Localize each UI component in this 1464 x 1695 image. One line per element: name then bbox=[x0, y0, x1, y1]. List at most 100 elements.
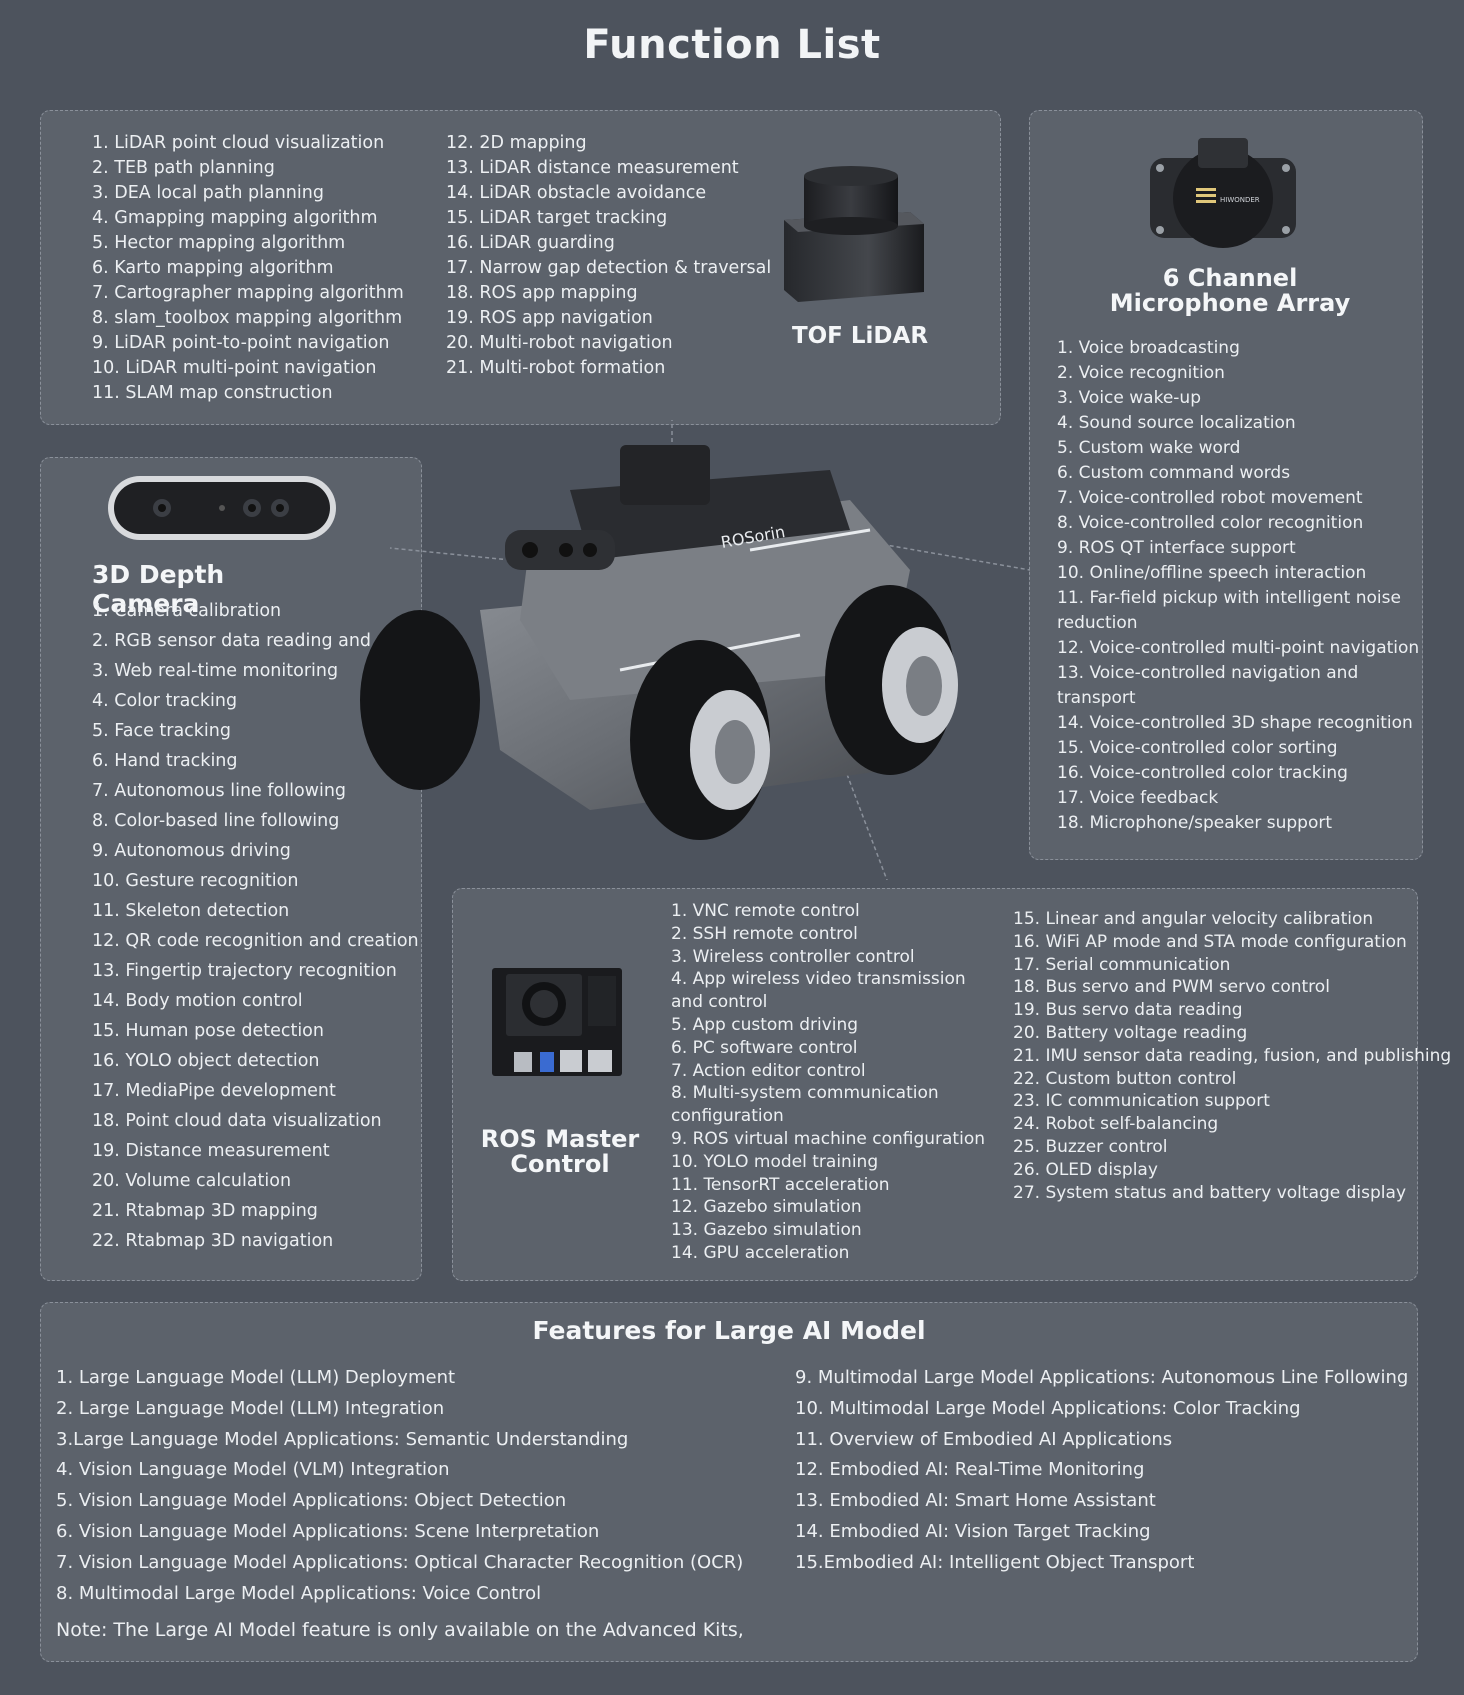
list-item: 17. MediaPipe development bbox=[92, 1081, 336, 1101]
list-item: 8. Voice-controlled color recognition bbox=[1057, 513, 1364, 533]
list-item: 4. Gmapping mapping algorithm bbox=[92, 208, 378, 228]
list-item: 13. LiDAR distance measurement bbox=[446, 158, 739, 178]
list-item: 12. Embodied AI: Real-Time Monitoring bbox=[795, 1459, 1145, 1481]
list-item: 2. Voice recognition bbox=[1057, 363, 1225, 383]
list-item: 14. Voice-controlled 3D shape recognitio… bbox=[1057, 713, 1413, 733]
list-item: 25. Buzzer control bbox=[1013, 1136, 1168, 1157]
list-item: 1. Large Language Model (LLM) Deployment bbox=[56, 1367, 456, 1388]
list-item: 16. WiFi AP mode and STA mode configurat… bbox=[1013, 931, 1407, 952]
ai-list-col2: 9. Multimodal Large Model Applications: … bbox=[795, 1363, 1408, 1579]
list-item: 9. ROS virtual machine configuration bbox=[671, 1128, 985, 1149]
ros-title-line2: Control bbox=[510, 1150, 610, 1178]
list-item: 4. Color tracking bbox=[92, 691, 238, 711]
ros-panel bbox=[452, 888, 1418, 1281]
list-item: 3. Voice wake-up bbox=[1057, 388, 1201, 408]
list-item: 12. Voice-controlled multi-point navigat… bbox=[1057, 638, 1420, 658]
list-item: 7. Vision Language Model Applications: O… bbox=[56, 1551, 744, 1573]
list-item: 2. Large Language Model (LLM) Integratio… bbox=[56, 1397, 445, 1419]
list-item: 22. Custom button control bbox=[1013, 1068, 1237, 1089]
list-item: 1. Camera calibration bbox=[92, 601, 282, 621]
list-item: 19. Distance measurement bbox=[92, 1141, 330, 1161]
list-item: 20. Volume calculation bbox=[92, 1171, 292, 1191]
list-item: 3. Wireless controller control bbox=[671, 946, 915, 967]
lidar-list-col2: 12. 2D mapping 13. LiDAR distance measure… bbox=[446, 131, 771, 381]
lidar-caption: TOF LiDAR bbox=[791, 323, 929, 349]
list-item: 7. Cartographer mapping algorithm bbox=[92, 283, 404, 303]
list-item: 14. LiDAR obstacle avoidance bbox=[446, 183, 707, 203]
list-item: 5. Face tracking bbox=[92, 721, 231, 741]
robot-car-image: ROSorin bbox=[360, 420, 1030, 880]
list-item: 7. Voice-controlled robot movement bbox=[1057, 488, 1363, 508]
list-item: 23. IC communication support bbox=[1013, 1091, 1270, 1112]
list-item: 15. LiDAR target tracking bbox=[446, 208, 668, 228]
list-item: 6. Custom command words bbox=[1057, 463, 1291, 483]
mic-title-line1: 6 Channel bbox=[1162, 264, 1298, 292]
list-item: 16. Voice-controlled color tracking bbox=[1057, 763, 1348, 783]
list-item: 12. 2D mapping bbox=[446, 133, 587, 153]
ros-list-col2: 15. Linear and angular velocity calibrat… bbox=[1013, 908, 1451, 1204]
list-item: 20. Multi-robot navigation bbox=[446, 333, 673, 353]
list-item: 4. App wireless video transmission and c… bbox=[671, 969, 966, 1013]
list-item: 6. PC software control bbox=[671, 1037, 858, 1058]
ros-controller-board-image bbox=[492, 968, 622, 1076]
list-item: 1. LiDAR point cloud visualization bbox=[92, 133, 385, 153]
list-item: 3.Large Language Model Applications: Sem… bbox=[56, 1428, 629, 1450]
lidar-list-col1: 1. LiDAR point cloud visualization 2. TEB… bbox=[92, 131, 404, 406]
list-item: 2. RGB sensor data reading and display bbox=[92, 631, 439, 651]
page-title: Function List bbox=[583, 22, 881, 68]
list-item: 15.Embodied AI: Intelligent Object Trans… bbox=[795, 1551, 1195, 1573]
list-item: 18. ROS app mapping bbox=[446, 283, 638, 303]
list-item: 22. Rtabmap 3D navigation bbox=[92, 1231, 334, 1251]
microphone-array-image: HIWONDER bbox=[1150, 138, 1296, 248]
list-item: 13. Voice-controlled navigation and tran… bbox=[1057, 663, 1359, 708]
list-item: 9. Multimodal Large Model Applications: … bbox=[795, 1367, 1409, 1388]
ai-note: Note: The Large AI Model feature is only… bbox=[56, 1619, 744, 1641]
list-item: 11. Skeleton detection bbox=[92, 901, 290, 921]
list-item: 2. SSH remote control bbox=[671, 923, 858, 944]
list-item: 13. Fingertip trajectory recognition bbox=[92, 961, 397, 981]
camera-title: 3D Depth Camera bbox=[92, 560, 225, 618]
list-item: 5. Hector mapping algorithm bbox=[92, 233, 346, 253]
mic-title-line2: Microphone Array bbox=[1109, 289, 1351, 317]
list-item: 10. Online/offline speech interaction bbox=[1057, 563, 1367, 583]
list-item: 24. Robot self-balancing bbox=[1013, 1114, 1219, 1135]
list-item: 26. OLED display bbox=[1013, 1159, 1158, 1180]
list-item: 21. Rtabmap 3D mapping bbox=[92, 1201, 318, 1221]
list-item: 1. Voice broadcasting bbox=[1057, 338, 1240, 358]
list-item: 19. ROS app navigation bbox=[446, 308, 653, 328]
ai-title: Features for Large AI Model bbox=[532, 1316, 926, 1345]
list-item: 21. IMU sensor data reading, fusion, and… bbox=[1013, 1045, 1452, 1066]
depth-camera-image bbox=[108, 476, 336, 540]
list-item: 16. LiDAR guarding bbox=[446, 233, 615, 253]
ros-title-line1: ROS Master bbox=[480, 1125, 640, 1153]
list-item: 11. SLAM map construction bbox=[92, 383, 333, 403]
list-item: 15. Voice-controlled color sorting bbox=[1057, 738, 1338, 758]
mic-title: 6 Channel Microphone Array bbox=[1050, 266, 1410, 316]
list-item: 9. Autonomous driving bbox=[92, 841, 291, 861]
list-item: 18. Point cloud data visualization bbox=[92, 1111, 382, 1131]
list-item: 17. Voice feedback bbox=[1057, 788, 1219, 808]
list-item: 16. YOLO object detection bbox=[92, 1051, 320, 1071]
list-item: 10. LiDAR multi-point navigation bbox=[92, 358, 377, 378]
list-item: 8. Color-based line following bbox=[92, 811, 340, 831]
list-item: 18. Bus servo and PWM servo control bbox=[1013, 977, 1330, 998]
list-item: 6. Hand tracking bbox=[92, 751, 238, 771]
list-item: 18. Microphone/speaker support bbox=[1057, 813, 1333, 833]
list-item: 7. Autonomous line following bbox=[92, 781, 347, 801]
list-item: 2. TEB path planning bbox=[92, 158, 275, 178]
list-item: 10. Gesture recognition bbox=[92, 871, 299, 891]
list-item: 10. Multimodal Large Model Applications:… bbox=[795, 1397, 1301, 1419]
list-item: 3. Web real-time monitoring bbox=[92, 661, 339, 681]
list-item: 13. Embodied AI: Smart Home Assistant bbox=[795, 1490, 1156, 1512]
list-item: 14. Embodied AI: Vision Target Tracking bbox=[795, 1520, 1151, 1542]
list-item: 8. Multi-system communication configurat… bbox=[671, 1083, 939, 1127]
mic-list: 1. Voice broadcasting 2. Voice recognitio… bbox=[1057, 336, 1423, 836]
list-item: 13. Gazebo simulation bbox=[671, 1220, 862, 1241]
list-item: 9. LiDAR point-to-point navigation bbox=[92, 333, 390, 353]
list-item: 4. Vision Language Model (VLM) Integrati… bbox=[56, 1459, 450, 1481]
camera-panel bbox=[40, 457, 422, 1281]
mic-board-logo: HIWONDER bbox=[1220, 196, 1260, 204]
list-item: 6. Vision Language Model Applications: S… bbox=[56, 1520, 600, 1542]
list-item: 8. Multimodal Large Model Applications: … bbox=[56, 1582, 542, 1604]
tof-lidar-image bbox=[784, 166, 924, 302]
